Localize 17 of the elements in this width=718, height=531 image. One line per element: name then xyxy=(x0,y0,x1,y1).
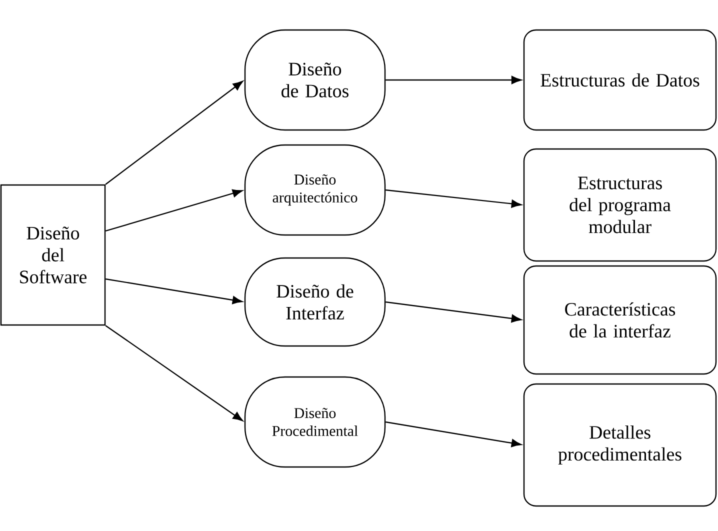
process-pill: Diseño de Interfaz xyxy=(244,257,386,347)
arrow xyxy=(105,189,243,232)
process-pill: Diseño Procedimental xyxy=(244,376,386,468)
result-box: Características de la interfaz xyxy=(523,265,717,375)
arrow xyxy=(386,189,522,208)
arrow xyxy=(105,80,244,185)
process-box: Diseño del Software xyxy=(0,184,106,326)
process-pill: Diseño de Datos xyxy=(244,29,386,131)
arrow xyxy=(386,76,522,84)
arrow xyxy=(386,421,522,448)
process-pill: Diseño arquitectónico xyxy=(244,144,386,236)
arrow xyxy=(106,278,243,304)
result-box: Detalles procedimentales xyxy=(523,383,717,507)
result-box: Estructuras de Datos xyxy=(523,29,717,131)
arrow xyxy=(105,325,243,422)
result-box: Estructuras del programa modular xyxy=(523,148,717,262)
arrow xyxy=(386,301,522,323)
